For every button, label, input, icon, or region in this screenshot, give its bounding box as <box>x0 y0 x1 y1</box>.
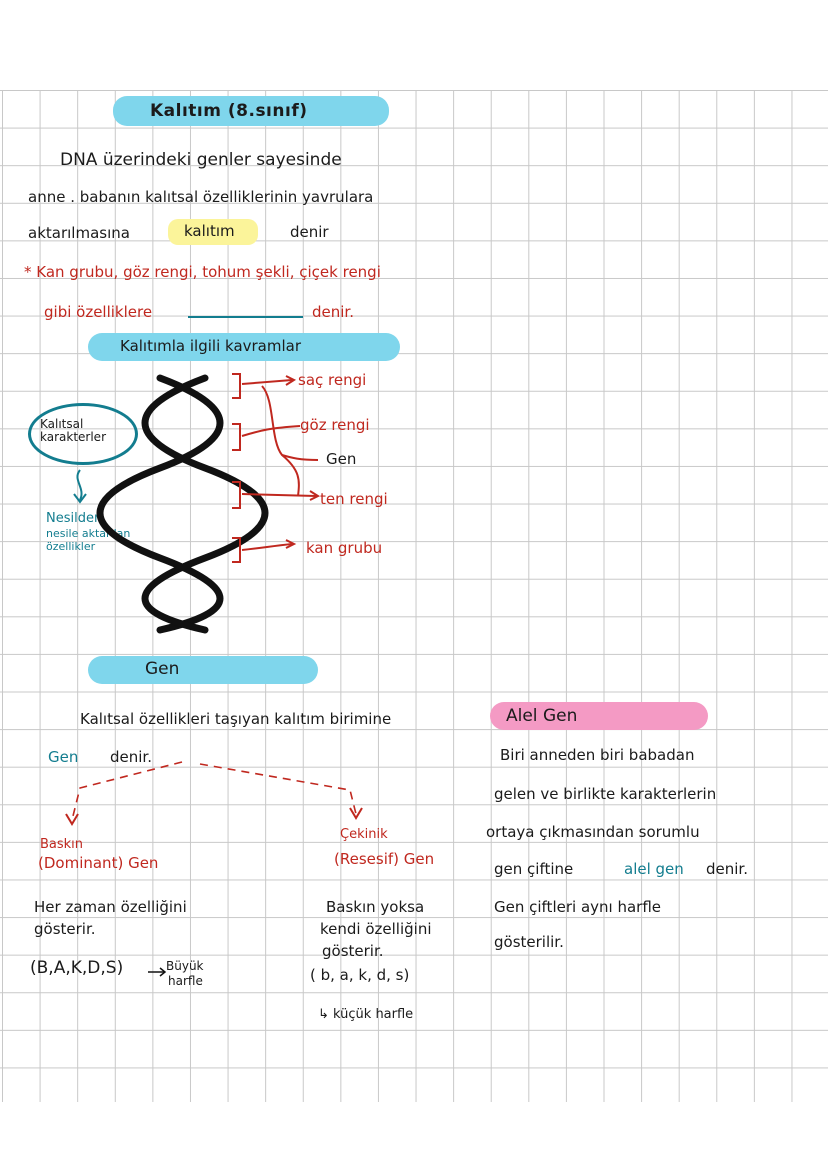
dominant-desc-2: gösterir. <box>34 920 96 938</box>
intro-line-1: DNA üzerindeki genler sayesinde <box>60 150 342 170</box>
alel-line-2: gelen ve birlikte karakterlerin <box>494 785 717 803</box>
recessive-desc-2: kendi özelliğini <box>320 920 432 938</box>
intro-line-3a: aktarılmasına <box>28 224 130 242</box>
dominant-note-1: Büyük <box>166 959 204 973</box>
right-arrow-icon <box>148 967 167 977</box>
dna-helix-icon <box>96 374 269 634</box>
note-line-2a: gibi özelliklere <box>44 303 153 321</box>
intro-line-3b: denir <box>290 223 329 241</box>
recessive-title-1: Çekinik <box>340 827 388 842</box>
branch-dashed-lines <box>71 761 357 821</box>
recessive-title-2: (Resesif) Gen <box>334 850 435 868</box>
alel-line-6: gösterilir. <box>494 933 564 951</box>
trait-circle <box>28 403 138 465</box>
concepts-header: Kalıtımla ilgili kavramlar <box>120 337 302 355</box>
gene-word: Gen <box>48 748 79 766</box>
kalitim-highlight <box>168 219 258 245</box>
alel-line-4a: gen çiftine <box>494 860 574 878</box>
graph-paper-grid <box>0 90 828 1102</box>
gene-brackets <box>232 373 321 563</box>
alel-line-1: Biri anneden biri babadan <box>500 746 695 764</box>
page-title: Kalıtım (8.sınıf) <box>150 101 308 121</box>
dominant-title-2: (Dominant) Gen <box>38 854 159 872</box>
gene-line-1: Kalıtsal özellikleri taşıyan kalıtım bir… <box>80 710 392 728</box>
alel-line-4-highlight: alel gen <box>624 860 684 878</box>
note-line-2b: denir. <box>312 303 354 321</box>
recessive-desc-3: gösterir. <box>322 942 384 960</box>
note-line-1: * Kan grubu, göz rengi, tohum şekli, çiç… <box>24 263 381 281</box>
gene-line-2: denir. <box>110 748 152 766</box>
dominant-title-1: Baskın <box>40 837 84 852</box>
down-arrow-icon <box>73 469 87 504</box>
gen-highlight <box>88 656 318 684</box>
trait-circle-label: Kalıtsal karakterler <box>40 417 106 444</box>
dominant-note-2: harfle <box>168 974 203 988</box>
dominant-letters: (B,A,K,D,S) <box>30 958 124 978</box>
label-ten-rengi: ten rengi <box>320 490 388 508</box>
label-kan-grubu: kan grubu <box>306 539 383 557</box>
alel-line-5: Gen çiftleri aynı harfle <box>494 898 661 916</box>
alel-highlight <box>490 702 708 730</box>
label-sac-rengi: saç rengi <box>298 371 367 389</box>
recessive-desc-1: Baskın yoksa <box>326 898 425 916</box>
alel-header: Alel Gen <box>506 706 578 726</box>
branch-arrowheads <box>65 807 363 826</box>
intro-line-2: anne . babanın kalıtsal özelliklerinin y… <box>28 188 374 206</box>
gen-header: Gen <box>145 659 180 679</box>
concepts-highlight <box>88 333 400 361</box>
alel-line-4b: denir. <box>706 860 748 878</box>
fill-in-blank-line <box>188 316 303 318</box>
recessive-note: ↳ küçük harfle <box>318 1007 414 1022</box>
alel-line-3: ortaya çıkmasından sorumlu <box>486 823 700 841</box>
title-highlight <box>113 96 389 126</box>
trait-description-1: Nesilden <box>46 511 103 526</box>
trait-description-3: özellikler <box>46 540 96 553</box>
label-goz-rengi: göz rengi <box>300 416 370 434</box>
intro-highlight-word: kalıtım <box>184 222 235 240</box>
trait-description-2: nesile aktarılan <box>46 527 131 540</box>
dominant-desc-1: Her zaman özelliğini <box>34 898 187 916</box>
label-gen: Gen <box>326 450 357 468</box>
recessive-letters: ( b, a, k, d, s) <box>310 966 410 984</box>
